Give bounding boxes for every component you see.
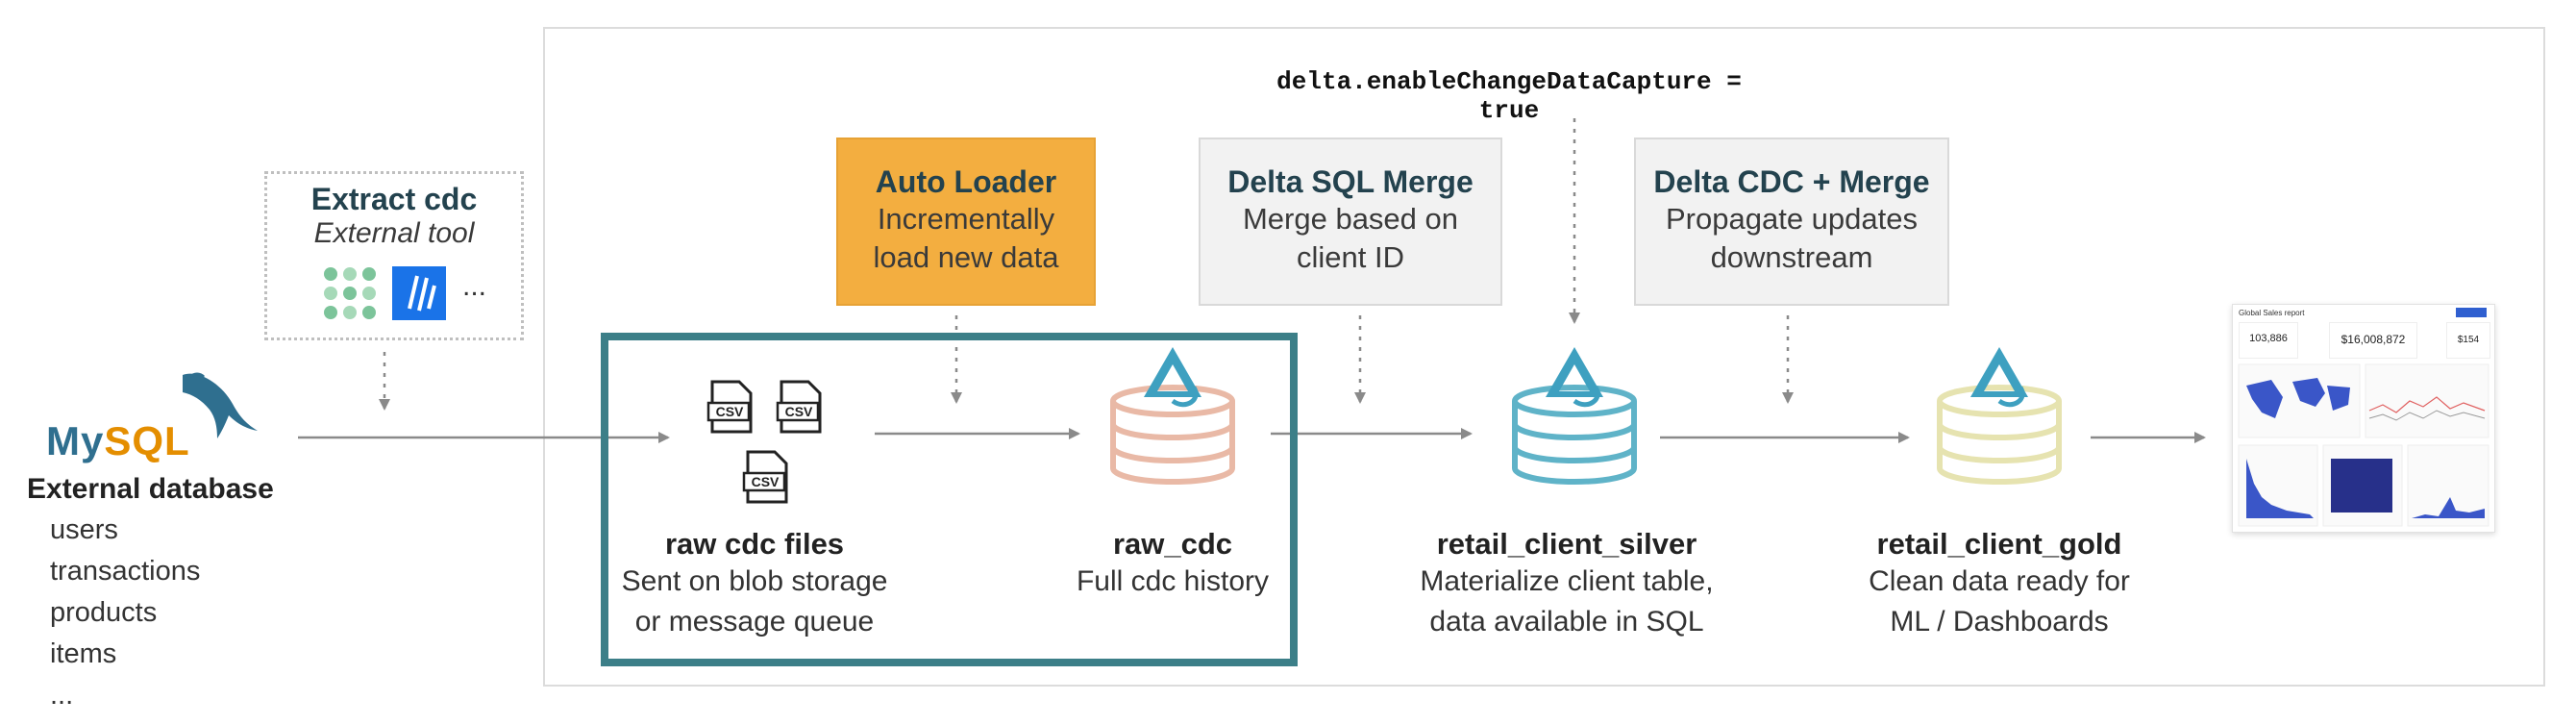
list-item: ... [50, 680, 74, 711]
gold-line1: Clean data ready for [1869, 565, 2130, 597]
dashboard-title: Global Sales report [2239, 309, 2305, 317]
dashboard-button [2456, 308, 2487, 317]
kpi-card: $16,008,872 [2329, 322, 2417, 359]
autoloader-line1: Incrementally [877, 202, 1055, 236]
dashboard-thumbnail: Global Sales report 103,886 $16,008,872 … [2232, 304, 2495, 533]
gold-table-icon [1937, 347, 2062, 485]
more-tools: ... [462, 270, 487, 302]
silver-line2: data available in SQL [1429, 606, 1704, 638]
cdc-merge-title: Delta CDC + Merge [1653, 164, 1930, 199]
mysql-wordmark: MySQL [46, 418, 190, 463]
gold-line2: ML / Dashboards [1890, 606, 2109, 638]
stitch-tool-icon [392, 266, 446, 320]
csv-file-icon: CSV [742, 450, 792, 509]
autoloader-box: Auto Loader Incrementally load new data [836, 138, 1096, 306]
raw-cdc-label: raw_cdc Full cdc history [1048, 527, 1298, 602]
list-item: transactions [50, 556, 201, 587]
raw-cdc-line1: Full cdc history [1076, 565, 1270, 597]
kpi-card: 103,886 [2239, 322, 2298, 359]
autoloader-line2: load new data [873, 240, 1059, 274]
dashboard-charts [2238, 363, 2489, 527]
extract-title: Extract cdc [310, 182, 478, 216]
source-label: External database [27, 473, 274, 505]
sql-merge-box: Delta SQL Merge Merge based on client ID [1199, 138, 1502, 306]
raw-files-label: raw cdc files Sent on blob storage or me… [601, 527, 908, 642]
cdc-merge-box: Delta CDC + Merge Propagate updates down… [1634, 138, 1949, 306]
csv-file-icon: CSV [706, 380, 756, 438]
gold-label: retail_client_gold Clean data ready for … [1826, 527, 2172, 642]
raw-files-title: raw cdc files [664, 527, 845, 561]
mysql-logo [29, 365, 298, 462]
extract-cdc-box: Extract cdc External tool ... [264, 171, 524, 340]
silver-label: retail_client_silver Materialize client … [1384, 527, 1749, 642]
raw-files-line2: or message queue [634, 606, 875, 638]
raw-files-line1: Sent on blob storage [621, 565, 888, 597]
silver-line1: Materialize client table, [1420, 565, 1714, 597]
list-item: users [50, 514, 118, 545]
grid-tool-icon [323, 266, 377, 320]
list-item: items [50, 638, 117, 669]
cdc-merge-line1: Propagate updates [1666, 202, 1918, 236]
extract-subtitle: External tool [313, 217, 475, 249]
csv-file-icon: CSV [776, 380, 826, 438]
delta-logo-icon [1970, 347, 2028, 397]
silver-table-icon [1512, 347, 1637, 485]
bronze-layer-frame [601, 333, 1298, 666]
sql-merge-line1: Merge based on [1242, 202, 1459, 236]
sql-merge-title: Delta SQL Merge [1227, 164, 1474, 199]
delta-logo-icon [1144, 347, 1201, 397]
silver-title: retail_client_silver [1436, 527, 1697, 561]
kpi-card: $154 [2446, 322, 2490, 359]
delta-logo-icon [1546, 347, 1603, 397]
cdc-merge-line2: downstream [1710, 240, 1873, 274]
raw-cdc-table-icon [1110, 347, 1235, 485]
dolphin-icon [183, 372, 258, 438]
source-table-list: users transactions products items ... [50, 510, 200, 716]
gold-title: retail_client_gold [1876, 527, 2122, 561]
autoloader-title: Auto Loader [875, 164, 1057, 199]
cdc-flag-note: delta.enableChangeDataCapture = true [1276, 67, 1742, 125]
raw-cdc-title: raw_cdc [1112, 527, 1233, 561]
sql-merge-line2: client ID [1297, 240, 1404, 274]
pipeline-panel [543, 27, 2545, 687]
list-item: products [50, 597, 158, 628]
